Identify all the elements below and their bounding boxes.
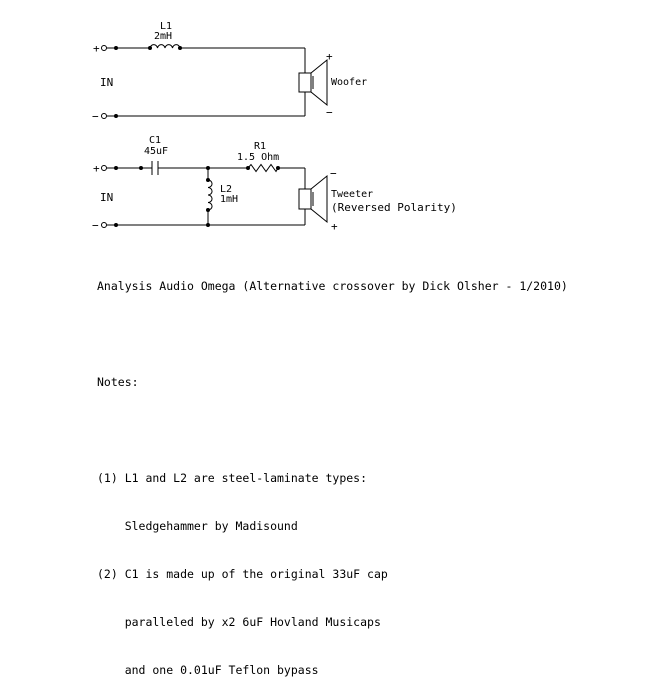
notes-section: Analysis Audio Omega (Alternative crosso… — [97, 246, 568, 694]
notes-heading: Notes: — [97, 375, 139, 389]
tweeter-input-label: IN — [100, 191, 113, 204]
tweeter-l2-coil-node-bottom — [206, 208, 210, 212]
crossover-schematic: + − IN L1 2mH Woofer + − + − IN C1 — [92, 21, 457, 233]
tweeter-l2-coil-node-top — [206, 178, 210, 182]
note-line: (2) C1 is made up of the original 33uF c… — [97, 567, 388, 581]
note-line: Sledgehammer by Madisound — [97, 519, 298, 533]
tweeter-minus-node — [114, 223, 118, 227]
tweeter-polarity-note: (Reversed Polarity) — [331, 201, 457, 214]
resistor-r1-symbol — [247, 163, 279, 173]
tweeter-plus-terminal — [101, 165, 107, 171]
woofer-minus-node — [114, 114, 118, 118]
blank-line — [97, 326, 568, 342]
inductor-l2-name: L2 — [220, 184, 232, 195]
tweeter-speaker-plus: + — [331, 220, 338, 233]
tweeter-l2-top-node — [206, 166, 210, 170]
woofer-speaker-plus: + — [326, 50, 333, 63]
note-line: paralleled by x2 6uF Hovland Musicaps — [97, 615, 381, 629]
capacitor-c1-value: 45uF — [144, 146, 168, 157]
tweeter-circuit — [107, 161, 328, 226]
tweeter-plus-node — [114, 166, 118, 170]
inductor-l1-symbol — [149, 44, 181, 49]
woofer-speaker-cone — [310, 58, 328, 107]
inductor-l1-value: 2mH — [154, 31, 172, 42]
woofer-l1-node-left — [148, 46, 152, 50]
tweeter-speaker-label: Tweeter — [331, 189, 373, 200]
inductor-l2-value: 1mH — [220, 194, 238, 205]
woofer-circuit — [107, 44, 328, 117]
resistor-r1-value: 1.5 Ohm — [237, 152, 279, 163]
woofer-minus-terminal — [101, 113, 107, 119]
inductor-l1-name: L1 — [160, 21, 172, 32]
tweeter-speaker-minus: − — [330, 167, 337, 180]
woofer-l1-node-right — [178, 46, 182, 50]
tweeter-plus-label: + — [93, 162, 100, 175]
tweeter-speaker-cone — [310, 174, 328, 224]
tweeter-minus-label: − — [92, 219, 99, 232]
woofer-speaker-magnet — [298, 72, 312, 93]
woofer-input-label: IN — [100, 76, 113, 89]
inductor-l2-symbol — [207, 179, 213, 211]
woofer-speaker-minus: − — [326, 106, 333, 119]
tweeter-r1-node-right — [276, 166, 280, 170]
resistor-r1-name: R1 — [254, 141, 266, 152]
blank-line — [97, 422, 568, 438]
caption: Analysis Audio Omega (Alternative crosso… — [97, 279, 568, 293]
capacitor-c1-name: C1 — [149, 135, 161, 146]
tweeter-r1-node-left — [246, 166, 250, 170]
tweeter-speaker-magnet — [298, 188, 312, 210]
woofer-plus-terminal — [101, 45, 107, 51]
woofer-plus-node — [114, 46, 118, 50]
woofer-plus-label: + — [93, 42, 100, 55]
woofer-minus-label: − — [92, 110, 99, 123]
tweeter-c1-node — [139, 166, 143, 170]
woofer-speaker-label: Woofer — [331, 77, 367, 88]
note-line: (1) L1 and L2 are steel-laminate types: — [97, 471, 368, 485]
note-line: and one 0.01uF Teflon bypass — [97, 663, 319, 677]
tweeter-minus-terminal — [101, 222, 107, 228]
tweeter-l2-bottom-node — [206, 223, 210, 227]
